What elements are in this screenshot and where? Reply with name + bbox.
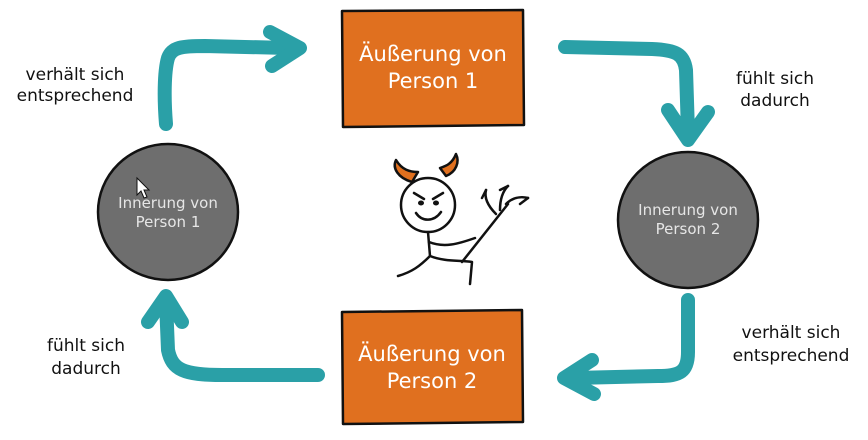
- label-top-right-line1: fühlt sich: [736, 69, 814, 89]
- bottom-box-shape: [340, 308, 525, 426]
- bottom-box-line1: Äußerung von: [358, 341, 506, 366]
- bottom-box-line2: Person 2: [387, 369, 478, 393]
- top-box: Äußerung von Person 1: [340, 8, 526, 129]
- right-circle-line1: Innerung von: [638, 201, 738, 219]
- label-top-right: fühlt sich dadurch: [736, 69, 814, 111]
- label-bottom-right-line1: verhält sich: [742, 323, 841, 343]
- arrow-to-left-circle: [141, 289, 325, 382]
- arrow-to-bottom-box: [557, 293, 695, 401]
- right-circle-line2: Person 2: [656, 220, 721, 238]
- top-box-line1: Äußerung von: [359, 41, 507, 66]
- label-bottom-right-line2: entsprechend: [733, 346, 850, 366]
- top-box-line2: Person 1: [388, 69, 479, 93]
- left-circle-shape: [96, 142, 240, 282]
- devil-horn-right-icon: [438, 152, 459, 178]
- bottom-box: Äußerung von Person 2: [340, 308, 525, 426]
- label-top-left-line1: verhält sich: [26, 65, 125, 85]
- label-bottom-left: fühlt sich dadurch: [47, 336, 125, 379]
- right-circle-shape: [616, 150, 760, 290]
- devil-head: [399, 176, 457, 234]
- mouse-cursor-icon: [136, 176, 151, 199]
- left-circle-line2: Person 1: [136, 213, 201, 231]
- arrow-to-top-box: [157, 25, 307, 131]
- devil-horn-left-icon: [393, 158, 420, 184]
- right-circle: Innerung von Person 2: [616, 150, 760, 290]
- left-circle-line1: Innerung von: [118, 194, 218, 212]
- label-top-right-line2: dadurch: [740, 91, 810, 111]
- arrow-to-right-circle: [558, 40, 715, 147]
- top-box-shape: [340, 8, 526, 129]
- label-top-left: verhält sich entsprechend: [17, 65, 134, 106]
- label-bottom-left-line2: dadurch: [51, 359, 121, 379]
- left-circle: Innerung von Person 1: [96, 142, 240, 282]
- cycle-arrows: [141, 25, 715, 401]
- label-bottom-left-line1: fühlt sich: [47, 336, 125, 356]
- label-top-left-line2: entsprechend: [17, 86, 134, 106]
- devil-stick-figure-icon: [393, 152, 477, 286]
- label-bottom-right: verhält sich entsprechend: [733, 323, 850, 366]
- pitchfork-icon: [460, 184, 530, 264]
